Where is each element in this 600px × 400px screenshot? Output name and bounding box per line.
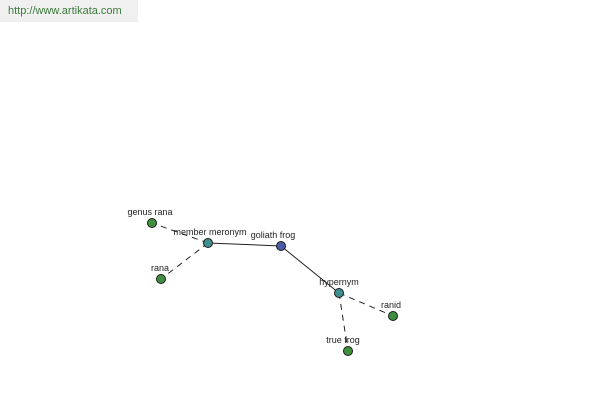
edge-goliath-frog-to-hypernym — [280, 245, 340, 294]
node-true-frog-marker[interactable] — [343, 346, 353, 356]
node-goliath-frog-marker[interactable] — [276, 241, 286, 251]
node-hypernym[interactable]: hypernym — [319, 277, 359, 298]
edge-hypernym-to-true-frog — [338, 292, 349, 352]
node-true-frog[interactable]: true frog — [326, 335, 360, 356]
node-ranid[interactable]: ranid — [381, 300, 401, 321]
node-hypernym-marker[interactable] — [334, 288, 344, 298]
nodes-layer: goliath frog member meronym hypernym genus … — [127, 207, 401, 356]
node-member-meronym-marker[interactable] — [203, 238, 213, 248]
edges-layer — [151, 222, 394, 352]
node-true-frog-label: true frog — [326, 335, 360, 345]
node-rana[interactable]: rana — [151, 263, 169, 284]
node-rana-label: rana — [151, 263, 169, 273]
edge-member-meronym-to-rana — [160, 242, 209, 280]
node-hypernym-label: hypernym — [319, 277, 359, 287]
node-rana-marker[interactable] — [156, 274, 166, 284]
watermark-link[interactable]: http://www.artikata.com — [0, 0, 138, 22]
node-ranid-marker[interactable] — [388, 311, 398, 321]
node-member-meronym[interactable]: member meronym — [173, 227, 247, 248]
node-ranid-label: ranid — [381, 300, 401, 310]
node-genus-rana-marker[interactable] — [147, 218, 157, 228]
node-genus-rana-label: genus rana — [127, 207, 172, 217]
edge-hypernym-to-ranid — [338, 292, 394, 317]
node-member-meronym-label: member meronym — [173, 227, 246, 237]
edge-goliath-frog-to-member-meronym — [207, 242, 282, 247]
node-goliath-frog[interactable]: goliath frog — [251, 230, 296, 251]
node-goliath-frog-label: goliath frog — [251, 230, 296, 240]
node-genus-rana[interactable]: genus rana — [127, 207, 173, 228]
edge-member-meronym-to-genus-rana — [151, 222, 209, 244]
